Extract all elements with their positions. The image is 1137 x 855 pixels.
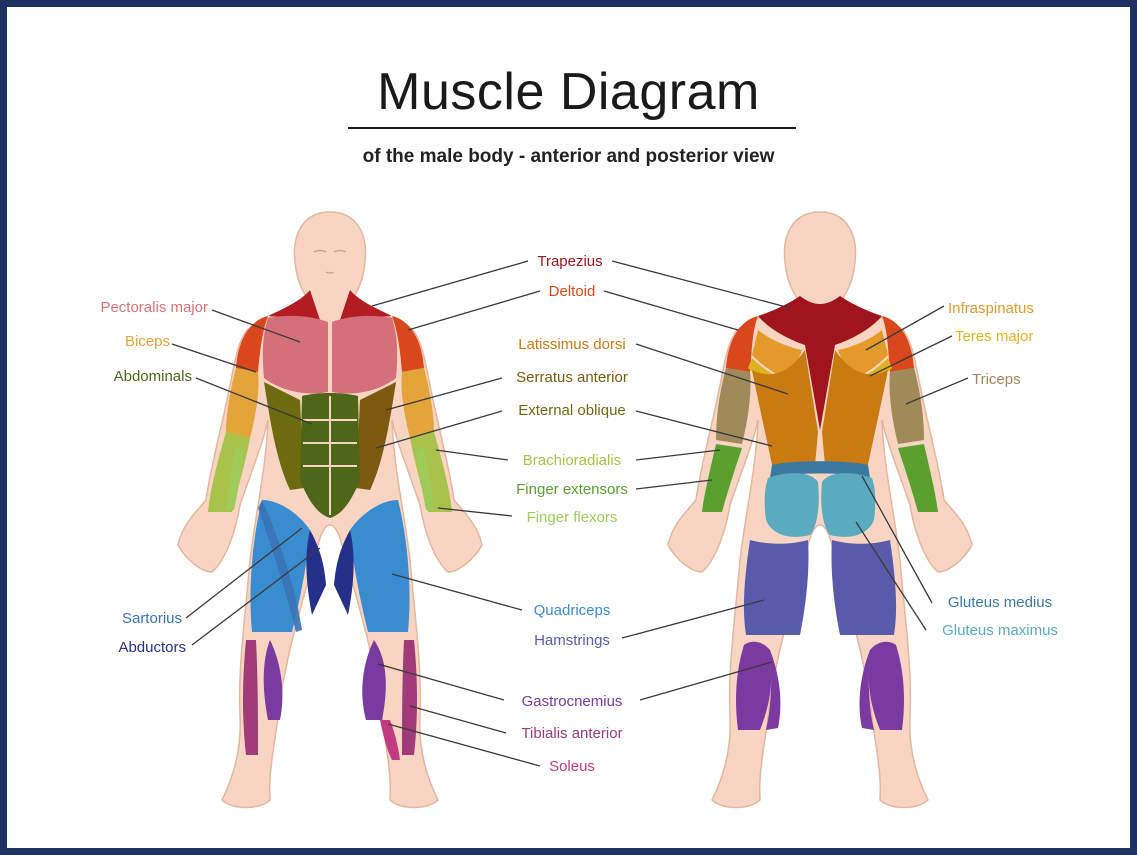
front-tibialis-left-muscle — [243, 640, 258, 755]
label-abdominals: Abdominals — [114, 368, 192, 385]
label-finger-extensors: Finger extensors — [516, 481, 628, 498]
label-gastrocnemius: Gastrocnemius — [522, 693, 623, 710]
back-hamstrings-right-muscle — [831, 540, 896, 635]
label-sartorius: Sartorius — [122, 610, 182, 627]
label-latissimus-dorsi: Latissimus dorsi — [518, 336, 626, 353]
back-gluteus-maximus-right-muscle — [821, 473, 875, 537]
label-triceps: Triceps — [972, 371, 1021, 388]
label-biceps: Biceps — [125, 333, 170, 350]
label-teres-major: Teres major — [955, 328, 1033, 345]
label-pectoralis-major: Pectoralis major — [100, 299, 208, 316]
label-soleus: Soleus — [549, 758, 595, 775]
front-body — [178, 212, 482, 808]
label-infraspinatus: Infraspinatus — [948, 300, 1034, 317]
label-serratus-anterior: Serratus anterior — [516, 369, 628, 386]
front-pectoral-left-muscle — [263, 316, 328, 394]
label-brachioradialis: Brachioradialis — [523, 452, 621, 469]
label-trapezius: Trapezius — [537, 253, 602, 270]
label-finger-flexors: Finger flexors — [527, 509, 618, 526]
label-deltoid: Deltoid — [549, 283, 596, 300]
front-quadriceps-right-muscle — [350, 500, 410, 632]
label-gluteus-medius: Gluteus medius — [948, 594, 1052, 611]
label-hamstrings: Hamstrings — [534, 632, 610, 649]
label-external-oblique: External oblique — [518, 402, 626, 419]
back-body — [668, 212, 972, 808]
front-pectoral-right-muscle — [332, 316, 397, 394]
back-gluteus-maximus-left-muscle — [765, 473, 819, 537]
label-tibialis-anterior: Tibialis anterior — [521, 725, 622, 742]
front-tibialis-right-muscle — [402, 640, 417, 755]
back-hamstrings-left-muscle — [744, 540, 809, 635]
label-quadriceps: Quadriceps — [534, 602, 611, 619]
label-abductors: Abductors — [118, 639, 186, 656]
label-gluteus-maximus: Gluteus maximus — [942, 622, 1058, 639]
